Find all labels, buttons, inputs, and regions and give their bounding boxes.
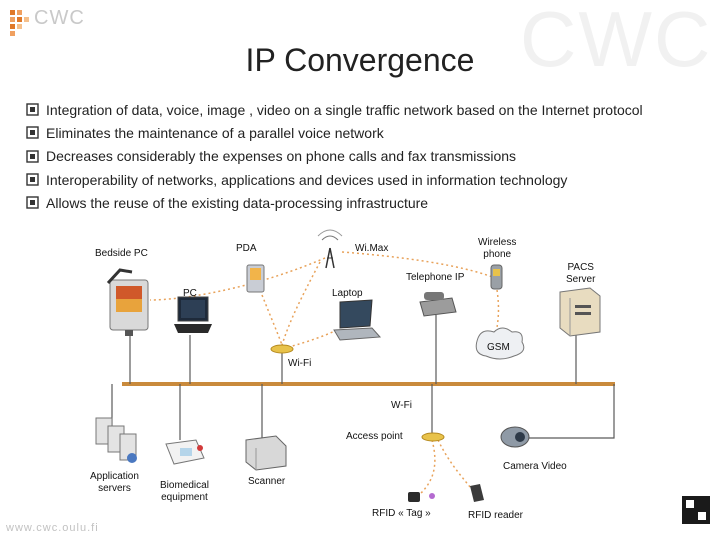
label-rfid-reader: RFID reader bbox=[468, 510, 524, 521]
footer-url: www.cwc.oulu.fi bbox=[6, 522, 99, 534]
checkbox-bullet-icon bbox=[26, 173, 39, 186]
label-access-point: Access point bbox=[346, 431, 403, 442]
wireless-phone-device bbox=[490, 264, 503, 290]
link-gsm-wireless-phone bbox=[494, 289, 500, 338]
label-pda: PDA bbox=[236, 243, 257, 254]
label-gsm: GSM bbox=[487, 342, 510, 353]
rfid-reader-device bbox=[470, 484, 484, 502]
application-servers-device bbox=[95, 417, 137, 463]
pc-device bbox=[174, 296, 212, 333]
telephone-ip-device bbox=[419, 292, 457, 317]
label-application-servers: Application servers bbox=[90, 471, 139, 494]
label-pacs-server: PACS Server bbox=[566, 262, 596, 285]
bullet-text: Interoperability of networks, applicatio… bbox=[46, 171, 568, 188]
link-pda-wifi bbox=[261, 294, 283, 346]
label-wifi-mid: W-Fi bbox=[391, 400, 412, 411]
link-access-point-rfid bbox=[417, 439, 436, 497]
biomedical-equipment-device bbox=[165, 439, 205, 465]
bullet-item: Integration of data, voice, image , vide… bbox=[26, 98, 643, 121]
bullet-text: Integration of data, voice, image , vide… bbox=[46, 101, 643, 118]
link-laptop-wifi bbox=[284, 329, 338, 349]
label-wifi-top: Wi-Fi bbox=[288, 358, 312, 369]
label-wimax: Wi.Max bbox=[355, 243, 389, 254]
checkbox-bullet-icon bbox=[26, 103, 39, 116]
link-wimax-wifi bbox=[281, 261, 321, 346]
label-pc: PC bbox=[183, 288, 197, 299]
wifi-top-node bbox=[270, 344, 294, 354]
rfid-tag-device bbox=[408, 492, 435, 502]
bullet-text: Eliminates the maintenance of a parallel… bbox=[46, 124, 384, 141]
bullet-item: Allows the reuse of the existing data-pr… bbox=[26, 191, 643, 214]
link-wimax-bedside bbox=[149, 257, 326, 301]
label-wireless-phone: Wireless phone bbox=[478, 237, 517, 260]
label-bedside-pc: Bedside PC bbox=[95, 248, 148, 259]
bullet-item: Eliminates the maintenance of a parallel… bbox=[26, 121, 643, 144]
bedside-pc-device bbox=[106, 268, 149, 336]
label-laptop: Laptop bbox=[332, 288, 363, 299]
label-rfid-tag: RFID « Tag » bbox=[372, 508, 431, 519]
camera-video-device bbox=[500, 426, 530, 448]
bullet-text: Decreases considerably the expenses on p… bbox=[46, 148, 517, 165]
label-camera-video: Camera Video bbox=[503, 461, 567, 472]
drop-camera-video bbox=[514, 384, 615, 439]
laptop-device bbox=[333, 299, 382, 341]
slide-title: IP Convergence bbox=[245, 42, 475, 78]
link-wimax-wireless-phone bbox=[341, 251, 496, 279]
checkbox-bullet-icon bbox=[26, 150, 39, 163]
pacs-server-device bbox=[559, 287, 601, 337]
label-scanner: Scanner bbox=[248, 476, 286, 487]
bullet-text: Allows the reuse of the existing data-pr… bbox=[46, 194, 429, 211]
logo-text: CWC bbox=[34, 7, 85, 29]
checkbox-bullet-icon bbox=[26, 126, 39, 140]
checkbox-bullet-icon bbox=[26, 196, 39, 210]
link-access-point-reader bbox=[437, 439, 475, 493]
watermark: CWC bbox=[520, 0, 713, 83]
bullet-list: Integration of data, voice, image , vide… bbox=[26, 98, 643, 214]
label-biomedical-equipment: Biomedical equipment bbox=[160, 480, 209, 503]
bullet-item: Decreases considerably the expenses on p… bbox=[26, 145, 643, 168]
cwc-logo bbox=[10, 10, 29, 36]
label-telephone-ip: Telephone IP bbox=[406, 272, 465, 283]
scanner-device bbox=[245, 435, 287, 471]
bullet-item: Interoperability of networks, applicatio… bbox=[26, 168, 643, 191]
access-point-node bbox=[421, 432, 445, 442]
gsm-cloud bbox=[475, 327, 525, 360]
pda-device bbox=[246, 264, 265, 293]
wimax-antenna bbox=[317, 229, 343, 269]
university-badge bbox=[680, 488, 712, 526]
